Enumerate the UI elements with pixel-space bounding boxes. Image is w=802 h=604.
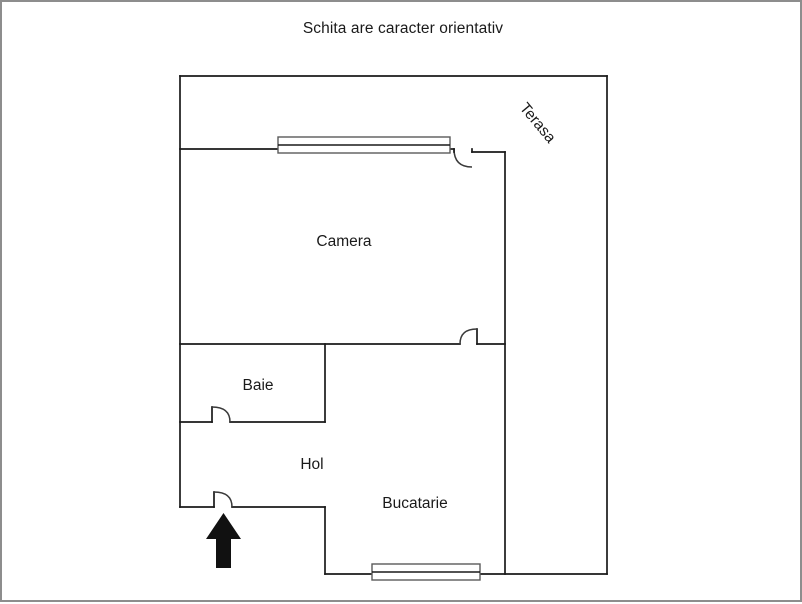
entry-arrow-icon <box>206 513 241 568</box>
room-camera-walls <box>179 148 506 575</box>
page-title: Schita are caracter orientativ <box>302 20 504 37</box>
outer-walls <box>179 75 608 575</box>
room-hol-bucatarie-walls <box>179 491 373 575</box>
room-label-hol: Hol <box>300 456 323 473</box>
room-label-camera: Camera <box>316 233 372 250</box>
room-label-bucatarie: Bucatarie <box>382 495 447 512</box>
door-baie-arc <box>211 406 231 423</box>
room-label-baie: Baie <box>242 377 273 394</box>
door-terasa-arc <box>453 148 473 168</box>
door-entrance-arc <box>213 491 233 508</box>
door-camera-arc <box>459 328 478 345</box>
room-baie-walls <box>179 343 326 423</box>
window-bucatarie <box>371 563 481 581</box>
window-camera <box>277 136 451 154</box>
room-label-terasa: Terasa <box>516 100 559 147</box>
